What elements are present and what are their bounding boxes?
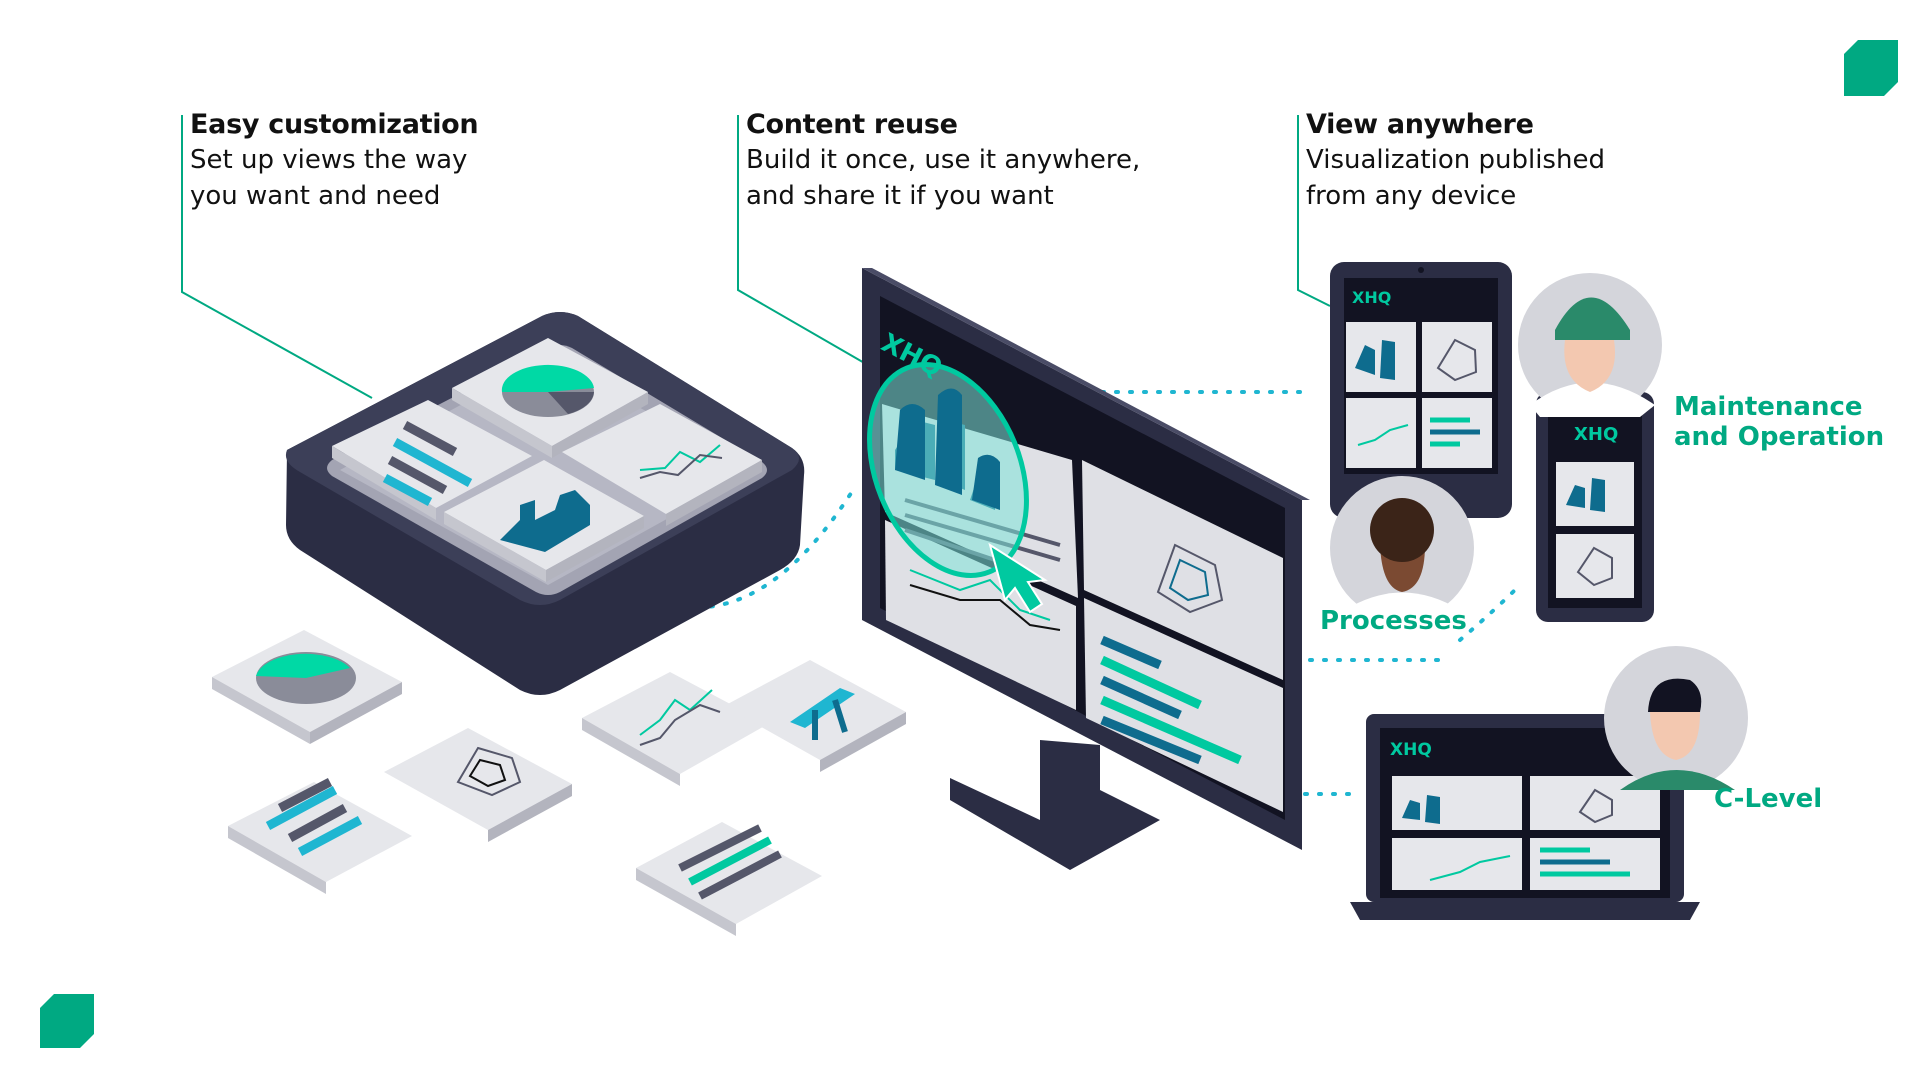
- callout-content-reuse: Content reuse Build it once, use it anyw…: [746, 108, 1186, 214]
- phone-brand-label: XHQ: [1574, 424, 1619, 445]
- corner-shape-bottom-left: [40, 994, 94, 1048]
- laptop-brand-label: XHQ: [1390, 740, 1432, 760]
- floor-tile-line: [582, 672, 768, 786]
- tray-tile-pie: [452, 338, 648, 458]
- callout-view-anywhere: View anywhere Visualization published fr…: [1306, 108, 1706, 214]
- callout-title: View anywhere: [1306, 109, 1534, 140]
- callout-title: Easy customization: [190, 109, 479, 140]
- monitor: [862, 268, 1310, 870]
- corner-shape-top-right: [1844, 40, 1898, 96]
- callout-easy-customization: Easy customization Set up views the way …: [190, 108, 590, 214]
- callout-text-line: Visualization published: [1306, 145, 1605, 175]
- tablet-brand-label: XHQ: [1352, 288, 1392, 307]
- tablet: [1330, 262, 1512, 518]
- laptop: [1350, 714, 1700, 920]
- role-clevel: C-Level: [1714, 784, 1823, 814]
- floor-tile-bars-2: [636, 822, 822, 936]
- callout-title: Content reuse: [746, 109, 958, 140]
- phone: [1536, 392, 1654, 622]
- person-avatar-icon: [1518, 273, 1662, 417]
- cursor-icon: [988, 542, 1048, 614]
- tray-tile-bars: [332, 400, 532, 520]
- floor-tile-bars: [228, 778, 412, 894]
- callout-text-line: from any device: [1306, 181, 1517, 211]
- callout-text-line: you want and need: [190, 181, 441, 211]
- callout-leaders: [181, 115, 1331, 399]
- floor-tile-pump: [724, 660, 906, 772]
- tray-tile-line: [562, 404, 762, 526]
- dotted-connectors: [610, 390, 1522, 796]
- tray-tile-plant: [444, 460, 644, 582]
- role-label-line: Maintenance: [1674, 392, 1863, 422]
- role-maintenance-operation: Maintenance and Operation: [1674, 392, 1884, 452]
- callout-text-line: Build it once, use it anywhere,: [746, 145, 1141, 175]
- callout-text-line: Set up views the way: [190, 145, 468, 175]
- role-processes: Processes: [1320, 606, 1467, 636]
- role-label-line: and Operation: [1674, 422, 1885, 452]
- callout-text-line: and share it if you want: [746, 181, 1054, 211]
- person-avatar-icon: [1330, 476, 1474, 620]
- floor-tile-pie: [212, 630, 402, 744]
- person-avatar-icon: [1604, 646, 1748, 790]
- floor-tile-radar: [384, 728, 572, 842]
